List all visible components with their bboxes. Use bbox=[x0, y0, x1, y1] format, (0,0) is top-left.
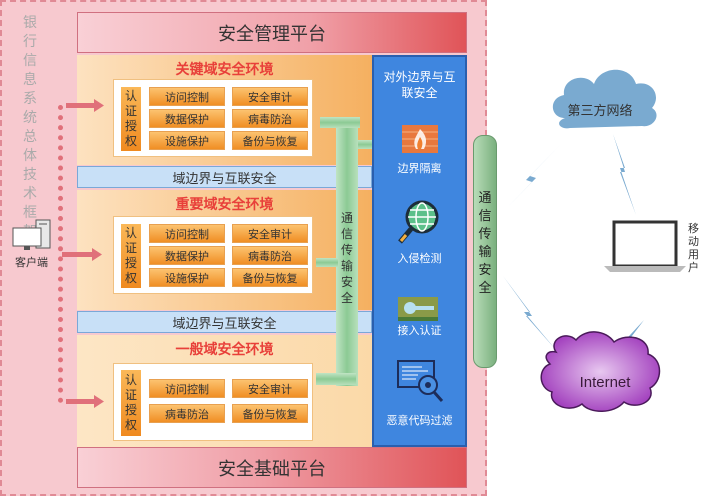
auth-box: 认证授权 bbox=[121, 87, 141, 151]
pipe-cap bbox=[320, 117, 360, 128]
security-foundation-platform: 安全基础平台 bbox=[77, 447, 467, 488]
zone-title: 重要域安全环境 bbox=[175, 197, 274, 213]
network-diagram bbox=[500, 69, 686, 412]
mobile-user-label: 移动用户 bbox=[688, 222, 699, 274]
inner-transport-pipe bbox=[336, 128, 358, 386]
cell: 安全审计 bbox=[232, 379, 308, 398]
outer-transport-label: 通信传输安全 bbox=[478, 191, 492, 296]
domain-boundary: 域边界与互联安全 bbox=[77, 311, 372, 333]
third-party-label: 第三方网络 bbox=[567, 104, 633, 119]
security-management-platform: 安全管理平台 bbox=[77, 12, 467, 53]
inner-transport-label: 通信传输安全 bbox=[340, 211, 353, 305]
client-computer-icon bbox=[12, 219, 51, 250]
pipe-branch bbox=[342, 140, 382, 149]
cell: 设施保护 bbox=[149, 268, 225, 287]
cell: 访问控制 bbox=[149, 379, 225, 398]
item-label: 恶意代码过滤 bbox=[386, 414, 453, 427]
firewall-icon bbox=[402, 125, 438, 153]
key-domain-zone: 关键域安全环境 认证授权 访问控制 安全审计 数据保护 病毒防治 设施保护 备份… bbox=[77, 55, 372, 165]
column-title: 对外边界与互联安全 bbox=[383, 70, 456, 100]
outer-transport-pipe bbox=[473, 135, 497, 368]
cell: 数据保护 bbox=[149, 246, 225, 265]
cell: 访问控制 bbox=[149, 87, 225, 106]
arrow-shaft bbox=[62, 252, 94, 257]
cell: 病毒防治 bbox=[149, 404, 225, 423]
arrow-shaft bbox=[66, 399, 96, 404]
cell: 病毒防治 bbox=[232, 109, 308, 128]
cell: 访问控制 bbox=[149, 224, 225, 243]
key-icon bbox=[398, 297, 438, 321]
item-label: 入侵检测 bbox=[397, 252, 442, 265]
external-boundary-column: 对外边界与互联安全 边界隔离 入侵检测 接入认证 恶意代码过滤 bbox=[372, 55, 467, 447]
client-label: 客户端 bbox=[15, 256, 48, 269]
arrow-right-icon bbox=[94, 395, 104, 408]
magnifier-globe-icon bbox=[398, 200, 439, 244]
pipe-branch bbox=[316, 258, 338, 267]
cell: 数据保护 bbox=[149, 109, 225, 128]
internet-cloud-icon bbox=[540, 331, 661, 412]
cell: 安全审计 bbox=[232, 224, 308, 243]
arrow-right-icon bbox=[92, 248, 102, 261]
arrow-shaft bbox=[66, 103, 96, 108]
client-connector bbox=[58, 105, 63, 403]
malware-scan-icon bbox=[397, 360, 444, 402]
auth-box: 认证授权 bbox=[121, 224, 141, 288]
cell: 病毒防治 bbox=[232, 246, 308, 265]
important-domain-zone: 重要域安全环境 认证授权 访问控制 安全审计 数据保护 病毒防治 设施保护 备份… bbox=[77, 190, 372, 310]
item-label: 边界隔离 bbox=[397, 162, 442, 175]
laptop-icon bbox=[604, 220, 686, 272]
domain-boundary: 域边界与互联安全 bbox=[77, 166, 372, 188]
framework-title: 银行信息系统总体技术框架 bbox=[23, 15, 37, 240]
zone-title: 一般域安全环境 bbox=[175, 342, 274, 358]
cell: 备份与恢复 bbox=[232, 131, 308, 150]
zone-panel: 认证授权 访问控制 安全审计 病毒防治 备份与恢复 bbox=[113, 363, 313, 441]
auth-box: 认证授权 bbox=[121, 370, 141, 436]
cell: 备份与恢复 bbox=[232, 268, 308, 287]
cell: 安全审计 bbox=[232, 87, 308, 106]
zone-panel: 认证授权 访问控制 安全审计 数据保护 病毒防治 设施保护 备份与恢复 bbox=[113, 79, 313, 157]
cell: 设施保护 bbox=[149, 131, 225, 150]
internet-label: Internet bbox=[579, 374, 631, 391]
pipe-branch bbox=[316, 373, 356, 385]
item-label: 接入认证 bbox=[397, 324, 442, 337]
cell: 备份与恢复 bbox=[232, 404, 308, 423]
zone-title: 关键域安全环境 bbox=[175, 62, 274, 78]
third-party-cloud-icon bbox=[552, 69, 657, 129]
zone-panel: 认证授权 访问控制 安全审计 数据保护 病毒防治 设施保护 备份与恢复 bbox=[113, 216, 313, 294]
general-domain-zone: 一般域安全环境 认证授权 访问控制 安全审计 病毒防治 备份与恢复 bbox=[77, 335, 372, 447]
arrow-right-icon bbox=[94, 99, 104, 112]
